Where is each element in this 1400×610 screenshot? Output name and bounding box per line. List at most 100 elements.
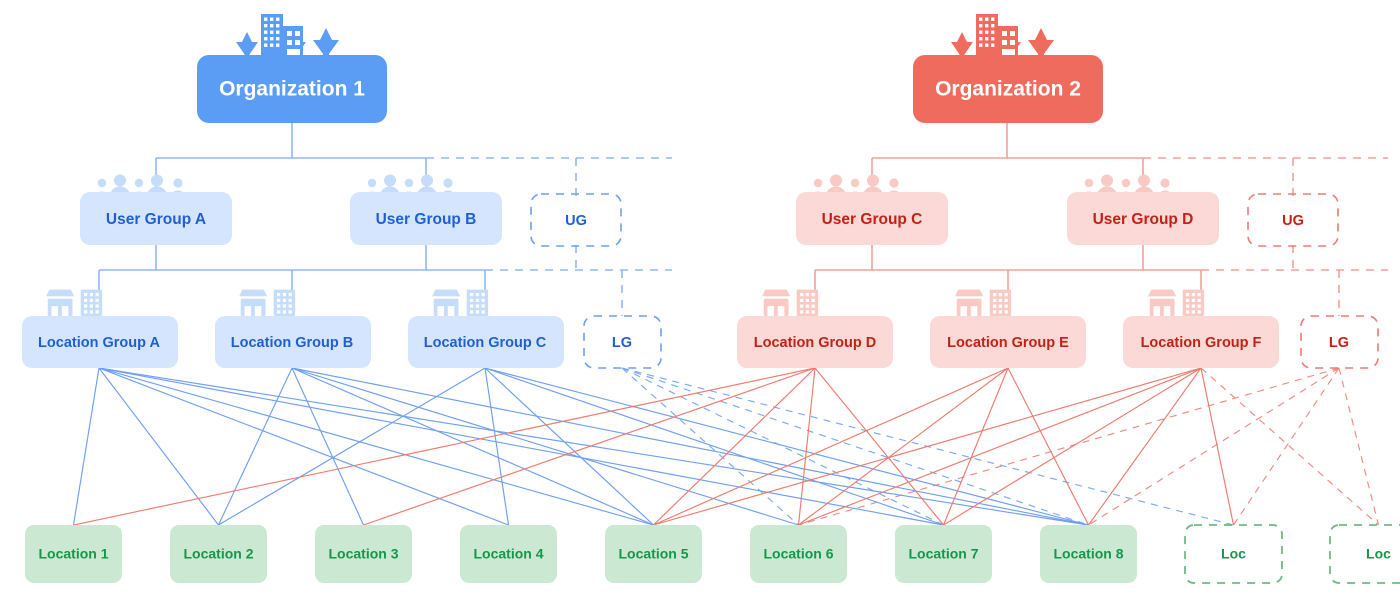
location-node-loc5[interactable]: Location 5	[605, 525, 702, 583]
location-node-loc3[interactable]: Location 3	[315, 525, 412, 583]
lg-f-box[interactable]	[1123, 316, 1279, 368]
location-group-node-a[interactable]: Location Group A	[22, 289, 178, 368]
org-node-organization-1[interactable]: Organization 1	[197, 14, 387, 123]
loc10-box[interactable]	[1329, 524, 1400, 584]
location-group-placeholder-2[interactable]: LG	[1300, 315, 1379, 369]
lg-c-box[interactable]	[408, 316, 564, 368]
edge-lg-a-to-loc4	[98, 367, 509, 526]
edge-lg-placeholder-2-to-loc10	[1338, 367, 1380, 526]
org1-box[interactable]	[197, 55, 387, 123]
city-trees-icon	[951, 14, 1054, 58]
edge-lg-b-to-loc2	[217, 367, 293, 526]
edge-lg-b-to-loc3	[291, 367, 365, 526]
loc2-box[interactable]	[170, 525, 267, 583]
ug-placeholder-1-box[interactable]	[530, 193, 622, 247]
edge-lg-d-to-loc6	[797, 367, 816, 526]
loc4-label: Location 4	[473, 546, 543, 562]
shops-buildings-icon	[762, 289, 819, 316]
lg-a-box[interactable]	[22, 316, 178, 368]
location-group-node-d[interactable]: Location Group D	[737, 289, 893, 368]
org2-box[interactable]	[913, 55, 1103, 123]
solid-blue-edges	[72, 367, 1089, 526]
loc3-box[interactable]	[315, 525, 412, 583]
location-group-placeholder-1[interactable]: LG	[583, 315, 662, 369]
shops-buildings-icon	[239, 289, 296, 316]
lg-e-box[interactable]	[930, 316, 1086, 368]
lg-d-box[interactable]	[737, 316, 893, 368]
edge-lg-f-to-loc10	[1200, 367, 1379, 526]
location-node-loc8[interactable]: Location 8	[1040, 525, 1137, 583]
ug-placeholder-2-label: UG	[1282, 213, 1304, 229]
ug-d-label: User Group D	[1093, 211, 1194, 228]
ug-a-box[interactable]	[80, 192, 232, 245]
loc1-label: Location 1	[38, 546, 108, 562]
loc2-label: Location 2	[183, 546, 253, 562]
lg-b-box[interactable]	[215, 316, 371, 368]
user-group-placeholder-1[interactable]: UG	[530, 193, 622, 247]
loc6-box[interactable]	[750, 525, 847, 583]
location-group-node-b[interactable]: Location Group B	[215, 289, 371, 368]
location-node-loc7[interactable]: Location 7	[895, 525, 992, 583]
location-node-loc10[interactable]: Loc	[1329, 524, 1400, 584]
lg-placeholder-2-label: LG	[1329, 335, 1349, 351]
user-group-node-a[interactable]: User Group A	[80, 174, 232, 246]
lg-b-label: Location Group B	[231, 335, 353, 351]
org-node-organization-2[interactable]: Organization 2	[913, 14, 1103, 123]
membership-edge-layer	[72, 367, 1380, 526]
location-group-node-c[interactable]: Location Group C	[408, 289, 564, 368]
location-node-loc6[interactable]: Location 6	[750, 525, 847, 583]
edge-lg-e-to-loc7	[942, 367, 1009, 526]
shops-buildings-icon	[432, 289, 489, 316]
loc9-box[interactable]	[1184, 524, 1283, 584]
edge-lg-placeholder-2-to-loc8	[1088, 367, 1340, 526]
loc5-label: Location 5	[618, 546, 688, 562]
ug-c-box[interactable]	[796, 192, 948, 245]
edge-lg-f-to-loc8	[1088, 367, 1202, 526]
ug-placeholder-2-box[interactable]	[1247, 193, 1339, 247]
edge-lg-b-to-loc6	[291, 367, 799, 526]
edge-lg-placeholder-2-to-loc6	[798, 367, 1340, 526]
ug-b-box[interactable]	[350, 192, 502, 245]
user-group-node-b[interactable]: User Group B	[350, 174, 502, 246]
location-group-node-e[interactable]: Location Group E	[930, 289, 1086, 368]
ug-c-label: User Group C	[822, 211, 923, 228]
edge-lg-f-to-loc7	[943, 367, 1202, 526]
loc5-box[interactable]	[605, 525, 702, 583]
edge-lg-c-to-loc5	[484, 367, 654, 526]
location-node-loc4[interactable]: Location 4	[460, 525, 557, 583]
edge-lg-b-to-loc5	[291, 367, 654, 526]
loc8-box[interactable]	[1040, 525, 1137, 583]
location-node-loc1[interactable]: Location 1	[25, 525, 122, 583]
lg-e-label: Location Group E	[947, 335, 1069, 351]
shops-buildings-icon	[46, 289, 103, 316]
user-group-node-c[interactable]: User Group C	[796, 174, 948, 246]
location-node-loc2[interactable]: Location 2	[170, 525, 267, 583]
ug-a-label: User Group A	[106, 211, 206, 228]
ug-d-box[interactable]	[1067, 192, 1219, 245]
edge-lg-b-to-loc8	[291, 367, 1089, 526]
location-row: Location 1 Location 2 Location 3 Location 4…	[25, 524, 1400, 584]
loc7-box[interactable]	[895, 525, 992, 583]
location-group-node-f[interactable]: Location Group F	[1123, 289, 1279, 368]
edge-lg-d-to-loc7	[814, 367, 944, 526]
solid-red-edges	[73, 367, 1235, 526]
shops-buildings-icon	[1148, 289, 1205, 316]
edge-lg-c-to-loc4	[484, 367, 510, 526]
location-node-loc9[interactable]: Loc	[1184, 524, 1283, 584]
loc8-label: Location 8	[1053, 546, 1123, 562]
edge-lg-placeholder-1-to-loc7	[621, 367, 944, 526]
edge-lg-e-to-loc8	[1007, 367, 1090, 526]
loc1-box[interactable]	[25, 525, 122, 583]
edge-lg-e-to-loc5	[653, 367, 1009, 526]
loc9-label: Loc	[1221, 546, 1246, 562]
user-group-placeholder-2[interactable]: UG	[1247, 193, 1339, 247]
edge-lg-f-to-loc5	[653, 367, 1202, 526]
user-group-node-d[interactable]: User Group D	[1067, 174, 1219, 246]
shops-buildings-icon	[955, 289, 1012, 316]
loc10-label: Loc	[1366, 546, 1391, 562]
loc4-box[interactable]	[460, 525, 557, 583]
edge-lg-a-to-loc1	[72, 367, 100, 526]
org2-placeholder-connectors	[1143, 157, 1388, 316]
